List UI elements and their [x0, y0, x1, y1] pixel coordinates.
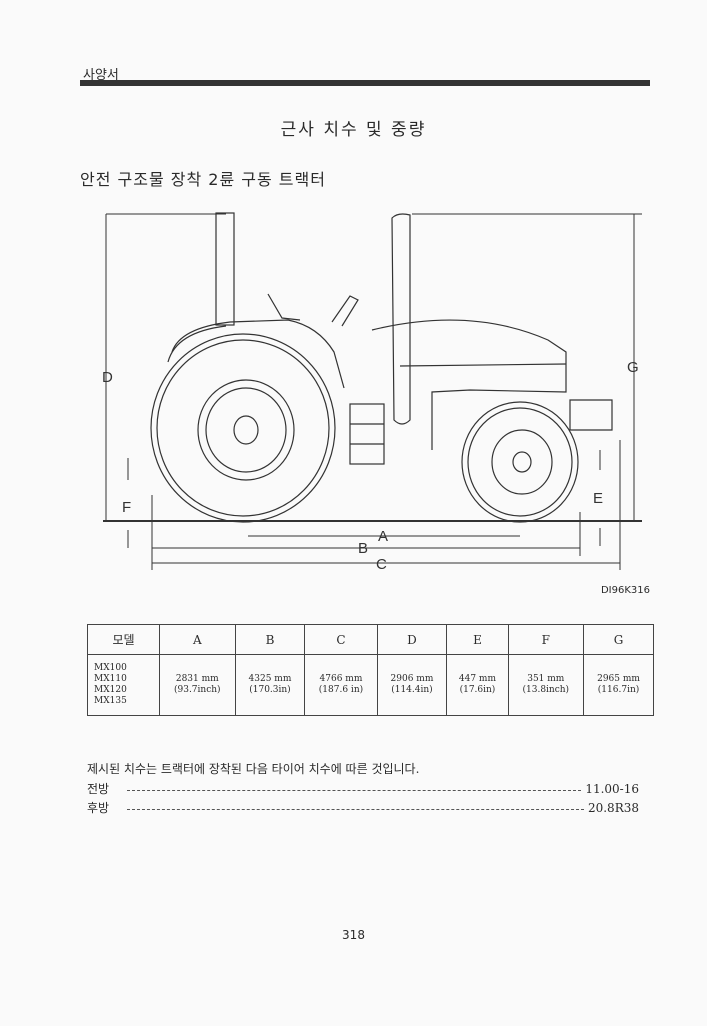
steering-wheel	[331, 295, 359, 327]
header-e: E	[446, 624, 509, 655]
header-g: G	[583, 624, 654, 655]
value-inch: (93.7inch)	[173, 685, 221, 695]
dim-label-e: E	[593, 490, 603, 507]
cell-f: 351 mm(13.8inch)	[507, 654, 585, 716]
header-b: B	[234, 624, 306, 655]
tire-row-rear: 후방 20.8R38	[87, 799, 639, 816]
model-name: MX100	[94, 663, 127, 673]
subtitle: 안전 구조물 장착 2륜 구동 트랙터	[80, 170, 326, 189]
section-label: 사양서	[83, 68, 119, 83]
cell-e: 447 mm(17.6in)	[446, 654, 509, 716]
dim-label-d: D	[102, 369, 113, 386]
rear-wheel	[150, 333, 336, 523]
header-a: A	[159, 624, 236, 655]
value-mm: 4766 mm	[319, 674, 363, 684]
steps	[349, 403, 385, 465]
value-mm: 2965 mm	[597, 674, 640, 684]
value-inch: (116.7in)	[597, 685, 640, 695]
value-mm: 2831 mm	[175, 674, 219, 684]
header-model: 모델	[87, 624, 160, 655]
table-header-row: 모델 A B C D E F G	[87, 624, 654, 655]
tire-rear-value: 20.8R38	[587, 800, 639, 815]
value-inch: (114.4in)	[391, 685, 433, 695]
dim-label-f: F	[122, 499, 131, 516]
model-name: MX135	[94, 696, 127, 706]
tire-note: 제시된 치수는 트랙터에 장착된 다음 타이어 치수에 따른 것입니다.	[87, 762, 420, 776]
front-weight	[569, 399, 613, 431]
header-d: D	[376, 624, 448, 655]
front-wheel	[461, 401, 579, 523]
model-name: MX110	[94, 674, 127, 684]
value-inch: (17.6in)	[459, 685, 496, 695]
value-inch: (187.6 in)	[318, 685, 364, 695]
model-list: MX100 MX110 MX120 MX135	[87, 654, 160, 716]
value-mm: 351 mm	[527, 674, 565, 684]
seat	[267, 293, 301, 321]
figure-code: DI96K316	[600, 585, 650, 596]
dimension-lines	[105, 213, 642, 570]
page-number: 318	[342, 928, 365, 942]
value-inch: (170.3in)	[249, 685, 291, 695]
value-inch: (13.8inch)	[522, 685, 570, 695]
value-mm: 2906 mm	[390, 674, 434, 684]
page-title: 근사 치수 및 중량	[280, 120, 427, 140]
cell-b: 4325 mm(170.3in)	[234, 654, 306, 716]
rear-fender	[171, 319, 345, 389]
dim-label-b: B	[358, 540, 368, 557]
rops-post	[215, 212, 235, 326]
dim-label-a: A	[378, 528, 388, 545]
value-mm: 447 mm	[458, 674, 496, 684]
table-row: MX100 MX110 MX120 MX135 2831 mm(93.7inch…	[87, 654, 654, 716]
hood	[371, 319, 567, 450]
header-c: C	[304, 624, 378, 655]
dimensions-table: 모델 A B C D E F G MX100 MX110 MX120 MX135…	[87, 624, 654, 716]
dim-label-g: G	[627, 359, 639, 376]
cell-d: 2906 mm(114.4in)	[376, 654, 448, 716]
cell-g: 2965 mm(116.7in)	[583, 654, 654, 716]
tire-rear-label: 후방	[87, 801, 110, 815]
header-rule	[80, 80, 650, 86]
tire-front-value: 11.00-16	[585, 781, 639, 796]
dot-leader	[127, 809, 584, 810]
header-f: F	[507, 624, 585, 655]
tractor-dimension-drawing: D G F E A B C	[102, 212, 642, 573]
tire-front-label: 전방	[87, 782, 110, 796]
exhaust-pipe	[391, 213, 411, 425]
tire-row-front: 전방 11.00-16	[87, 780, 639, 797]
dim-label-c: C	[376, 556, 387, 573]
value-mm: 4325 mm	[248, 674, 292, 684]
model-name: MX120	[94, 685, 127, 695]
cell-c: 4766 mm(187.6 in)	[304, 654, 378, 716]
dot-leader	[127, 790, 582, 791]
cell-a: 2831 mm(93.7inch)	[159, 654, 236, 716]
